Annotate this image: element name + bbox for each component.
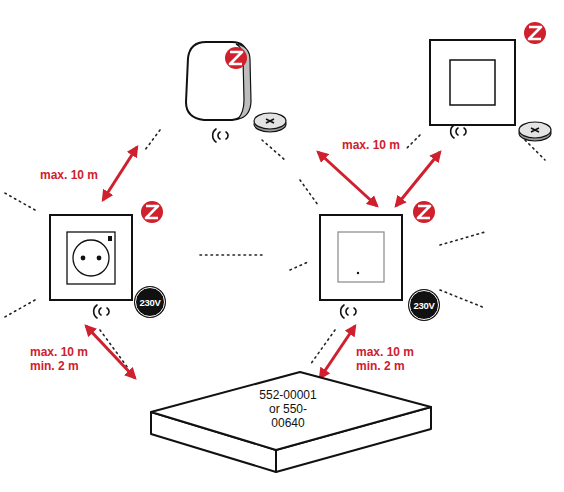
distance-arrow [320, 326, 355, 378]
wireless-symbol [213, 129, 228, 142]
distance-label: max. 10 m min. 2 m [30, 345, 92, 373]
distance-arrow [103, 147, 137, 200]
gateway-outline [151, 372, 431, 472]
coin-battery [519, 122, 551, 138]
voltage-text: 230V [140, 297, 161, 308]
distance-arrow [86, 326, 135, 378]
sensor-device [186, 42, 251, 120]
wireless-symbol [94, 125, 466, 318]
zigbee-logo [141, 22, 546, 223]
distance-label: max. 10 m [40, 168, 120, 182]
socket-frame [50, 215, 132, 300]
range-dots [440, 290, 485, 308]
wall-switch [430, 40, 515, 125]
wireless-symbol [94, 305, 109, 318]
zigbee-logo [524, 22, 546, 44]
socket-pin [81, 256, 86, 261]
model-number: 552-00001 or 550-00640 [255, 388, 321, 430]
range-dots [262, 140, 285, 160]
wall-switch [320, 215, 402, 300]
socket-led [108, 236, 112, 241]
gateway-top [151, 372, 431, 450]
socket-outlet [73, 240, 109, 276]
gateway-box: 552-00001 or 550-00640 [150, 368, 432, 474]
coin-battery [254, 113, 551, 141]
voltage-text: 230V [414, 300, 435, 311]
switch-frame [320, 215, 402, 300]
zigbee-logo [146, 206, 158, 218]
battery-mark [531, 128, 539, 132]
zigbee-logo [230, 52, 242, 64]
range-dots [100, 330, 128, 368]
switch-rocker [450, 60, 495, 105]
socket-pin [97, 256, 102, 261]
range-dots [145, 130, 160, 150]
switch-frame [430, 40, 515, 125]
range-dots [440, 232, 485, 245]
range-dots [3, 192, 35, 210]
zigbee-logo [141, 201, 163, 223]
range-dots [405, 135, 420, 150]
zigbee-logo [225, 47, 247, 69]
range-dots [3, 300, 35, 318]
socket-plate [67, 232, 115, 284]
battery-mark [266, 119, 274, 123]
zigbee-logo [529, 27, 541, 39]
coin-battery [254, 113, 286, 129]
wireless-symbol [341, 305, 356, 318]
distance-label: max. 10 m min. 2 m [356, 345, 418, 373]
range-dots [290, 262, 308, 270]
wireless-symbol [451, 125, 466, 138]
range-dots [3, 130, 545, 368]
zigbee-logo [413, 201, 435, 223]
voltage-badge: 230V [409, 290, 439, 320]
socket-device [50, 215, 132, 300]
distance-arrow [396, 152, 440, 206]
switch-led [357, 272, 359, 274]
voltage-badge: 230V [135, 287, 165, 317]
zigbee-logo [418, 206, 430, 218]
range-dots [200, 254, 262, 256]
switch-rocker [338, 232, 384, 282]
range-dots [300, 180, 318, 205]
distance-arrow [318, 152, 377, 206]
distance-arrow [86, 147, 440, 378]
sensor-body [186, 42, 249, 120]
range-dots [525, 140, 545, 160]
distance-label: max. 10 m [342, 138, 422, 152]
